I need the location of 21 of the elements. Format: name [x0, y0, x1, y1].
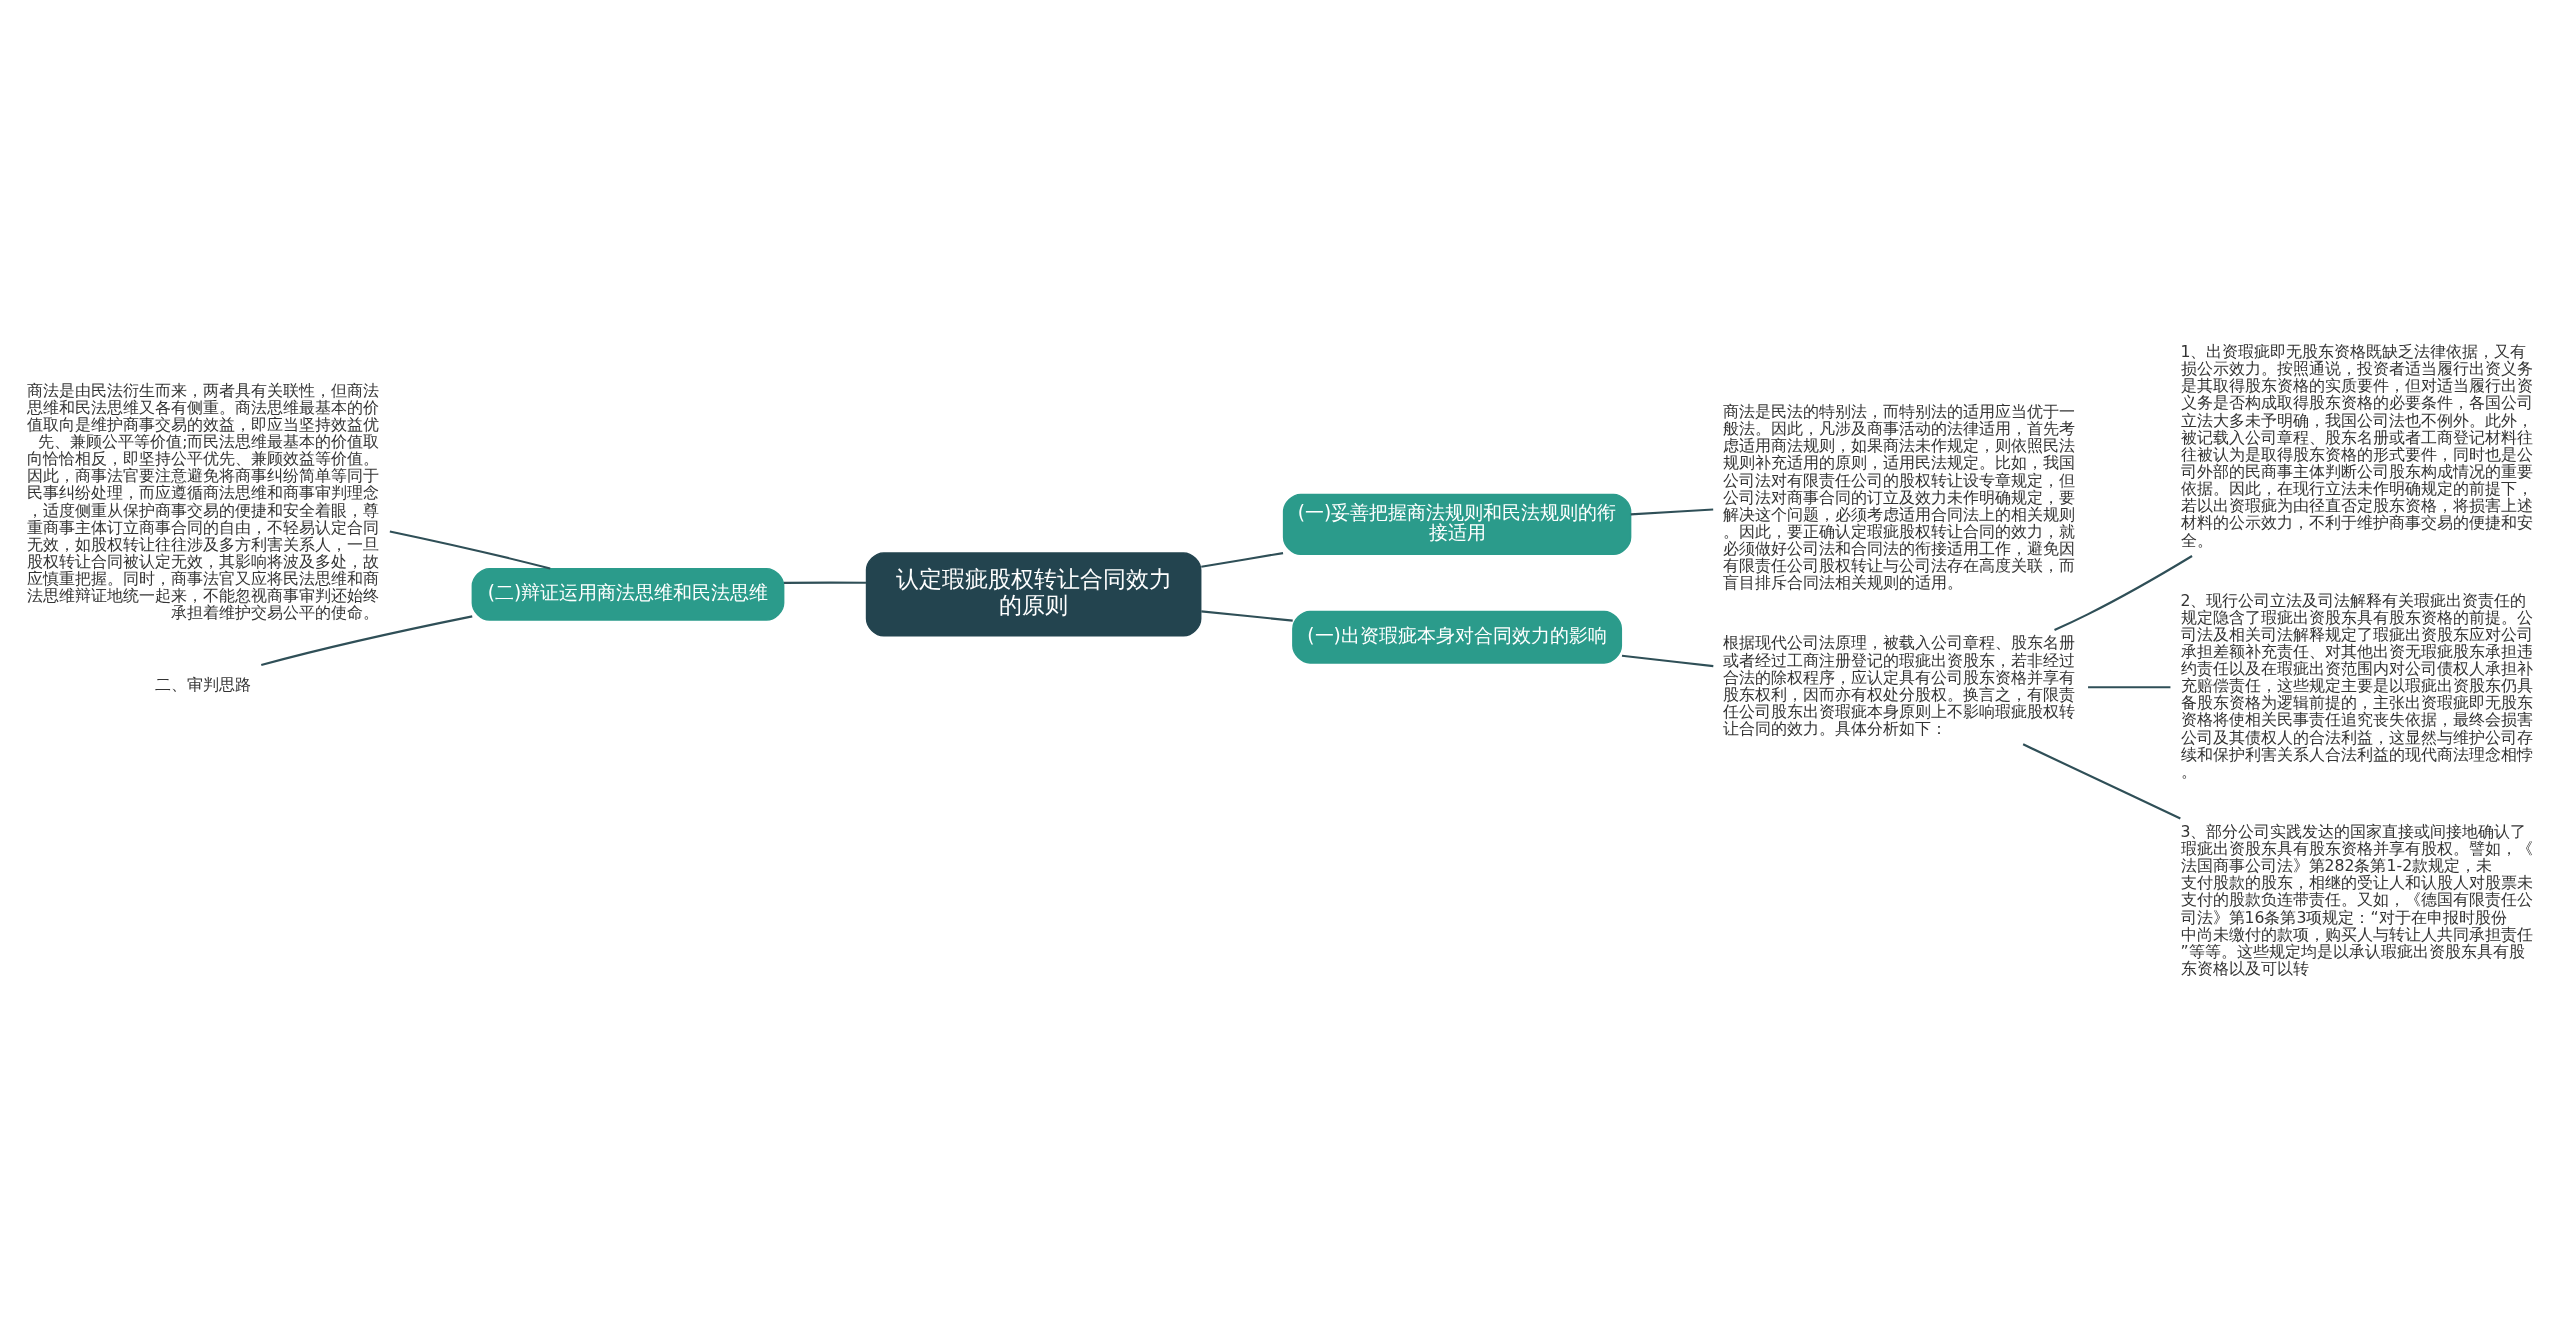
- connector: [2022, 743, 2181, 820]
- connector: [1630, 508, 1714, 516]
- node-text: 2、现行公司立法及司法解释有关瑕疵出资责任的规定隐含了瑕疵出资股东具有股东资格的前提。公司法及相关司法解释规定了瑕疵出资股东应对公司承担差额补充责任、对其他出资无瑕疵股东承担违约责任以及在瑕疵出资范围内对公司债权人承担补充赔偿责任，这些规定主要是以瑕疵出资股东仍具备股东资格为逻辑前提的，主张出资瑕疵即无股东资格将使相关民事责任追究丧失依据，最终会损害公司及其债权人的合法利益，这显然与维护公司存续和保护利害关系人合法利益的现代商法理念相悖。: [2180, 590, 2533, 781]
- node-box: (一)妥善把握商法规则和民法规则的衔接适用: [1282, 493, 1632, 556]
- node-text: 1、出资瑕疵即无股东资格既缺乏法律依据，又有损公示效力。按照通说，投资者适当履行出资义务是其取得股东资格的实质要件，但对适当履行出资义务是否构成取得股东资格的必要条件，各国公司立法大多未予明确，我国公司法也不例外。此外，被记载入公司章程、股东名册或者工商登记材料往往被认为是取得股东资格的形式要件，同时也是公司外部的民商事主体判断公司股东构成情况的重要依据。因此，在现行立法未作明确规定的前提下，若以出资瑕疵为由径直否定股东资格，将损害上述材料的公示效力，不利于维护商事交易的便捷和安全。: [2180, 341, 2533, 550]
- node-box: 认定瑕疵股权转让合同效力的原则: [865, 552, 1202, 637]
- node-text: 二、审判思路: [154, 674, 251, 694]
- connector: [1201, 552, 1284, 568]
- node-text: 3、部分公司实践发达的国家直接或间接地确认了瑕疵出资股东具有股东资格并享有股权。譬如，《法国商事公司法》第282条第1-2款规定，未支付股款的股东，相继的受让人和认股人对股票未支付的股款负连带责任。又如，《德国有限责任公司法》第16条第3项规定：“对于在申报时股份中尚未缴付的款项，购买人与转让人共同承担责任”等等。这些规定均是以承认瑕疵出资股东具有股东资格以及可以转: [2180, 821, 2533, 978]
- connector: [261, 615, 473, 666]
- connector: [389, 530, 551, 570]
- connector: [2054, 555, 2193, 631]
- node-box: (一)出资瑕疵本身对合同效力的影响: [1292, 610, 1623, 664]
- node-box: (二)辩证运用商法思维和民法思维: [471, 567, 785, 621]
- connector: [1201, 610, 1293, 622]
- node-text: 商法是由民法衍生而来，两者具有关联性，但商法思维和民法思维又各有侧重。商法思维最基本的价值取向是维护商事交易的效益，即应当坚持效益优先、兼顾公平等价值;而民法思维最基本的价值取向恰恰相反，即坚持公平优先、兼顾效益等价值。因此，商事法官要注意避免将商事纠纷简单等同于民事纠纷处理，而应遵循商法思维和商事审判理念，适度侧重从保护商事交易的便捷和安全着眼，尊重商事主体订立商事合同的自由，不轻易认定合同无效，如股权转让往往涉及多方利害关系人，一旦股权转让合同被认定无效，其影响将波及多处，故应慎重把握。同时，商事法官又应将民法思维和商法思维辩证地统一起来，不能忽视商事审判还始终承担着维护交易公平的使命。: [27, 380, 380, 623]
- node-text: 商法是民法的特别法，而特别法的适用应当优于一般法。因此，凡涉及商事活动的法律适用，首先考虑适用商法规则，如果商法未作规定，则依照民法规则补充适用的原则，适用民法规定。比如，我国公司法对有限责任公司的股权转让设专章规定，但公司法对商事合同的订立及效力未作明确规定，要解决这个问题，必须考虑适用合同法上的相关规则。因此，要正确认定瑕疵股权转让合同的效力，就必须做好公司法和合同法的衔接适用工作，避免因有限责任公司股权转让与公司法存在高度关联，而盲目排斥合同法相关规则的适用。: [1723, 401, 2076, 593]
- node-text: 根据现代公司法原理，被载入公司章程、股东名册或者经过工商注册登记的瑕疵出资股东，若非经过合法的除权程序，应认定具有公司股东资格并享有股东权利，因而亦有权处分股权。换言之，有限责任公司股东出资瑕疵本身原则上不影响瑕疵股权转让合同的效力。具体分析如下：: [1723, 633, 2076, 739]
- connector: [2088, 686, 2171, 689]
- connector: [1621, 654, 1714, 668]
- connector: [783, 581, 866, 584]
